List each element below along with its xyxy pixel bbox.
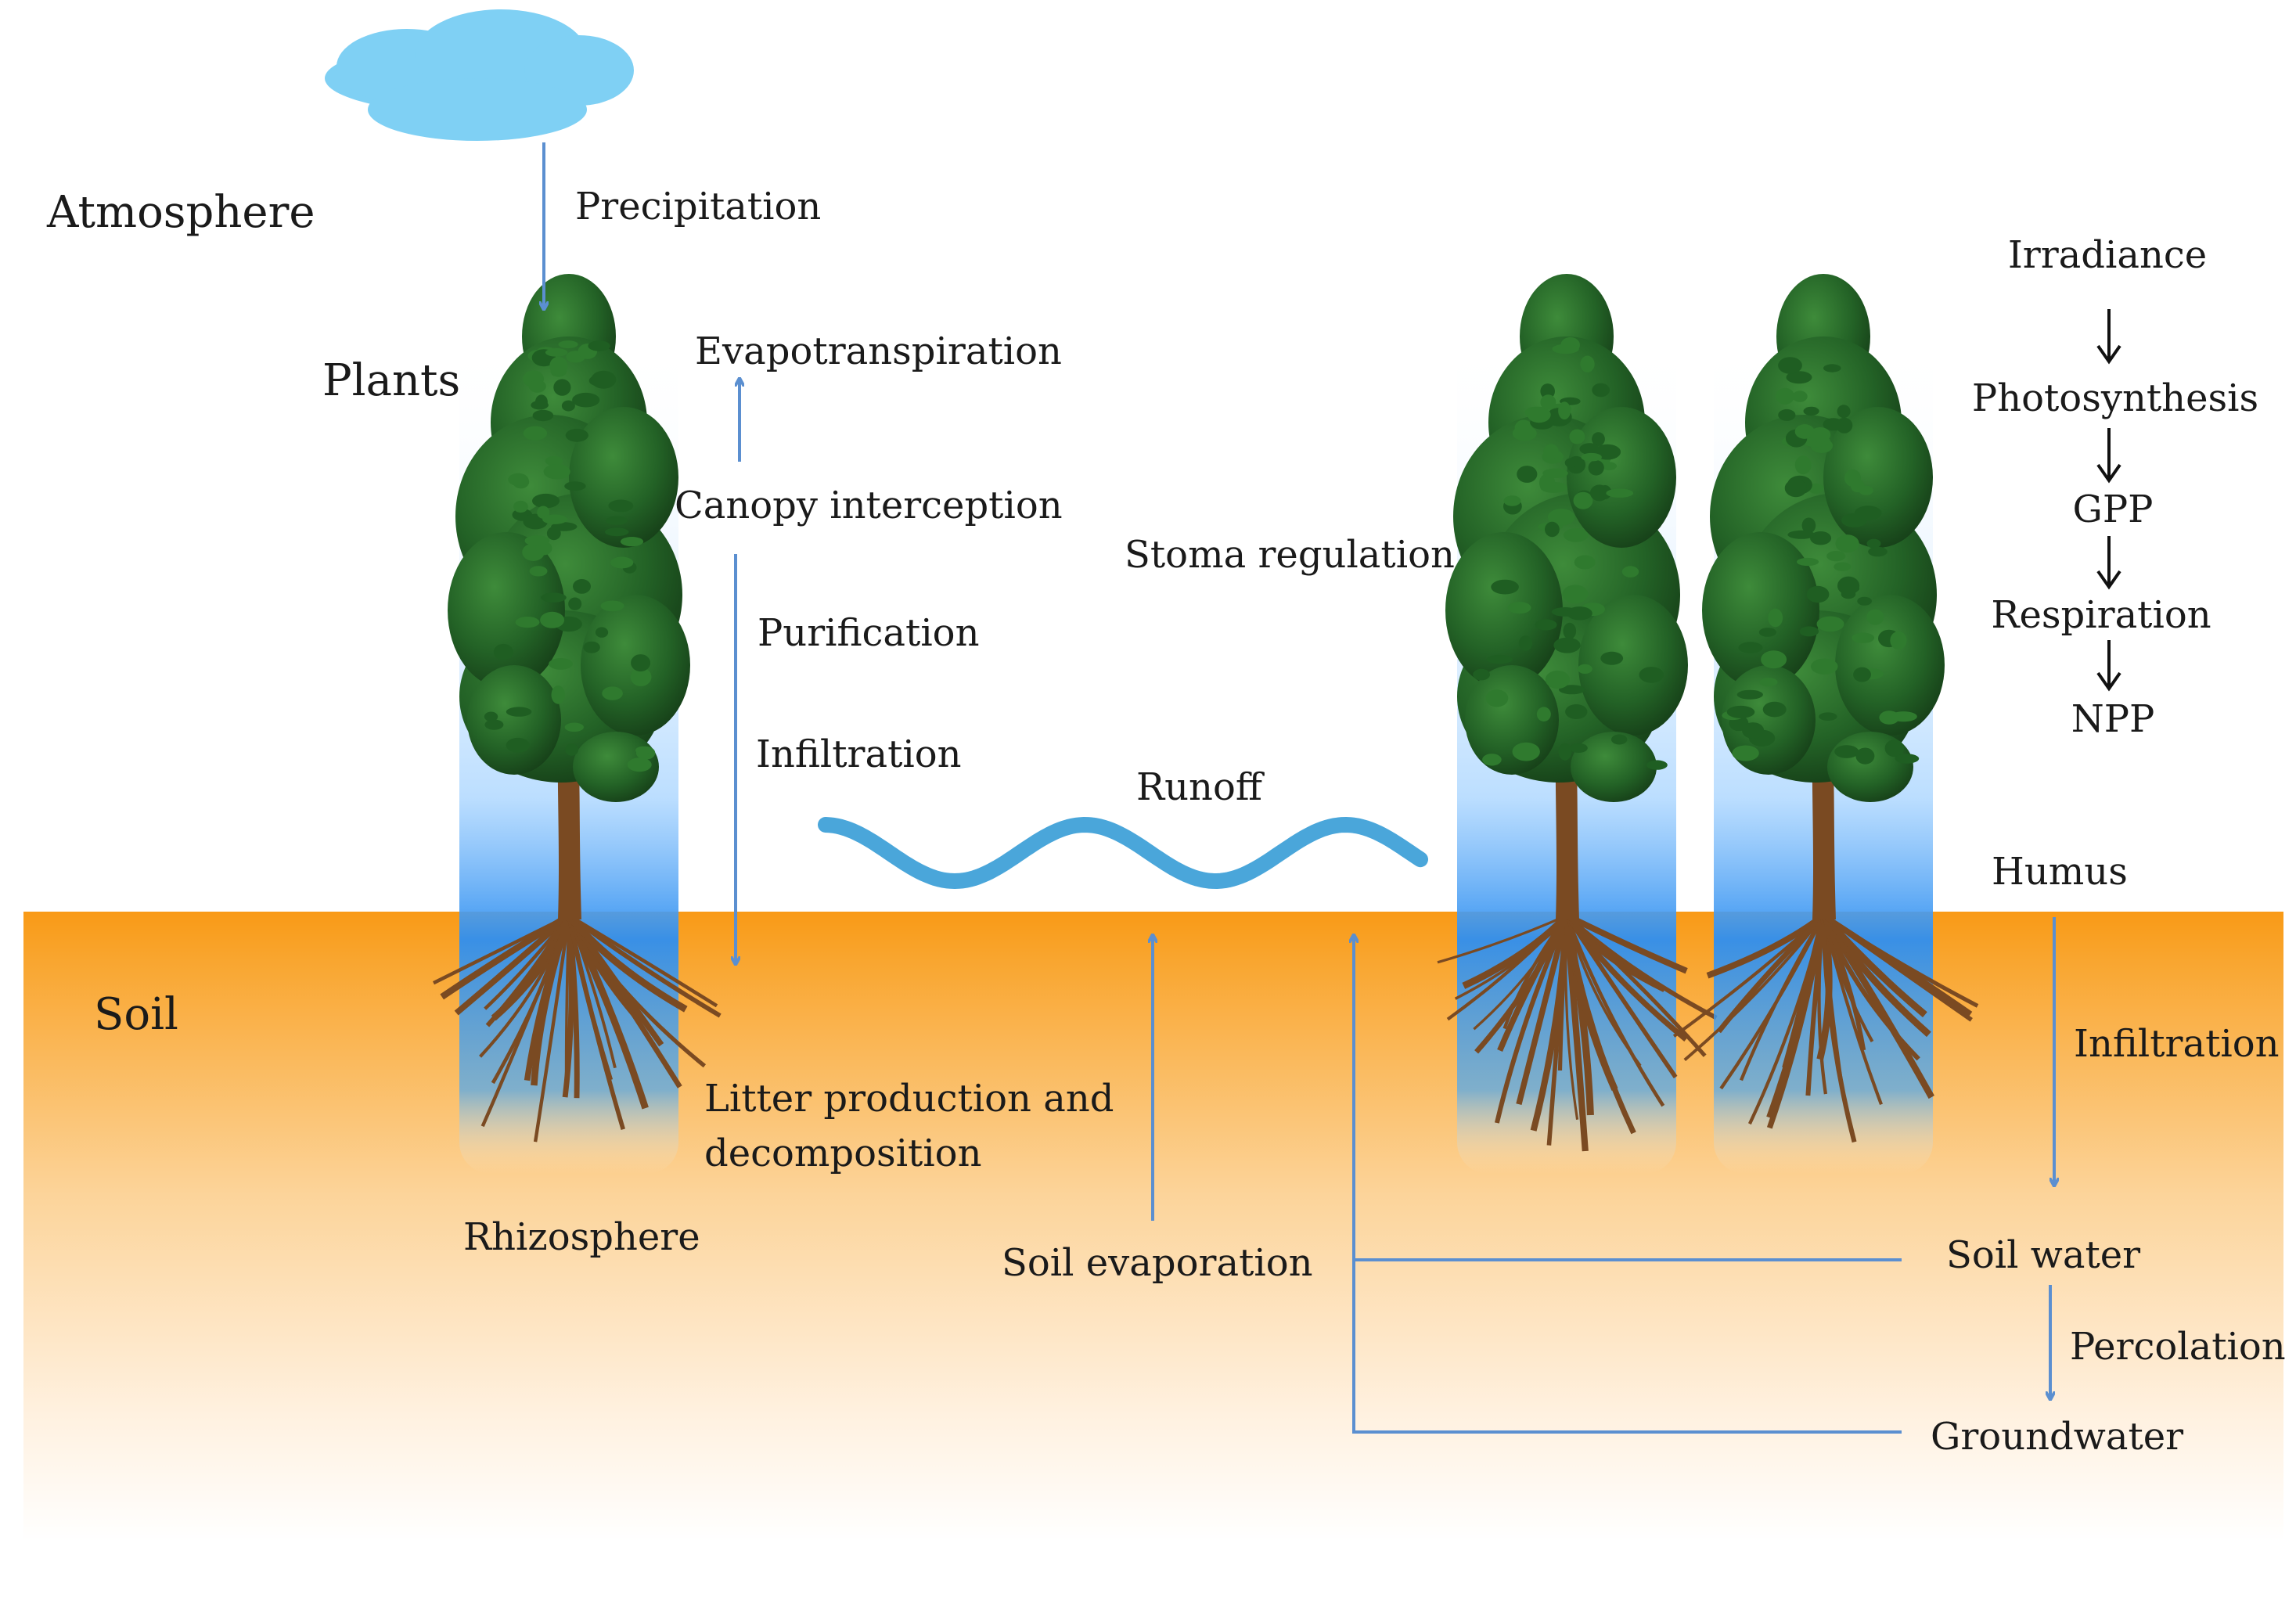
trees-group: [433, 274, 1979, 1174]
humus-label: Humus: [1992, 850, 2128, 894]
carbon-chain-gpp: GPP: [2073, 488, 2154, 531]
arrow-icon: [2096, 309, 2121, 365]
rhizosphere-label: Rhizosphere: [463, 1215, 700, 1259]
arrow-icon: [2096, 640, 2121, 692]
arrow-icon: [2096, 536, 2121, 590]
roots: [1672, 912, 1979, 1143]
groundwater-return-line: [1354, 935, 1902, 1434]
plants-label: Plants: [322, 355, 460, 406]
tree-icon: [433, 274, 722, 1174]
soil-label: Soil: [94, 989, 178, 1040]
soil-evaporation-label: Soil evaporation: [1002, 1241, 1313, 1285]
groundwater-label: Groundwater: [1931, 1415, 2183, 1459]
runoff-label: Runoff: [1136, 765, 1265, 809]
atmosphere-label: Atmosphere: [46, 187, 315, 238]
carbon-chain-photosynthesis: Photosynthesis: [1972, 376, 2258, 420]
process-arrows: [544, 142, 2054, 1434]
percolation-label: Percolation: [2070, 1325, 2286, 1369]
roots: [433, 912, 722, 1142]
carbon-chain-arrows: [2096, 309, 2121, 692]
carbon-chain-irradiance: Irradiance: [2008, 233, 2207, 277]
tree-icon: [1672, 274, 1979, 1174]
roots: [1437, 912, 1718, 1152]
litter-label-line1: Litter production and: [704, 1077, 1114, 1121]
canopy-interception-label: Canopy interception: [675, 484, 1063, 527]
infiltration-left-label: Infiltration: [756, 732, 962, 776]
stoma-regulation-label: Stoma regulation: [1125, 533, 1455, 577]
precipitation-label: Precipitation: [575, 185, 821, 228]
carbon-chain-npp: NPP: [2071, 697, 2155, 741]
runoff-wave-visible: [818, 817, 1428, 889]
purification-label: Purification: [758, 611, 979, 655]
canopy: [1702, 274, 1945, 802]
evapotranspiration-label: Evapotranspiration: [695, 329, 1062, 373]
tree-icon: [1437, 274, 1718, 1174]
cloud-icon: [325, 9, 634, 141]
labels: Atmosphere Precipitation Plants Evapotra…: [46, 185, 2286, 1459]
canopy: [1445, 274, 1688, 802]
soil-water-label: Soil water: [1946, 1233, 2140, 1277]
infiltration-right-label: Infiltration: [2074, 1022, 2280, 1066]
litter-label-line2: decomposition: [704, 1132, 982, 1175]
arrow-icon: [2096, 428, 2121, 484]
carbon-chain-respiration: Respiration: [1991, 593, 2211, 637]
canopy: [448, 274, 690, 802]
